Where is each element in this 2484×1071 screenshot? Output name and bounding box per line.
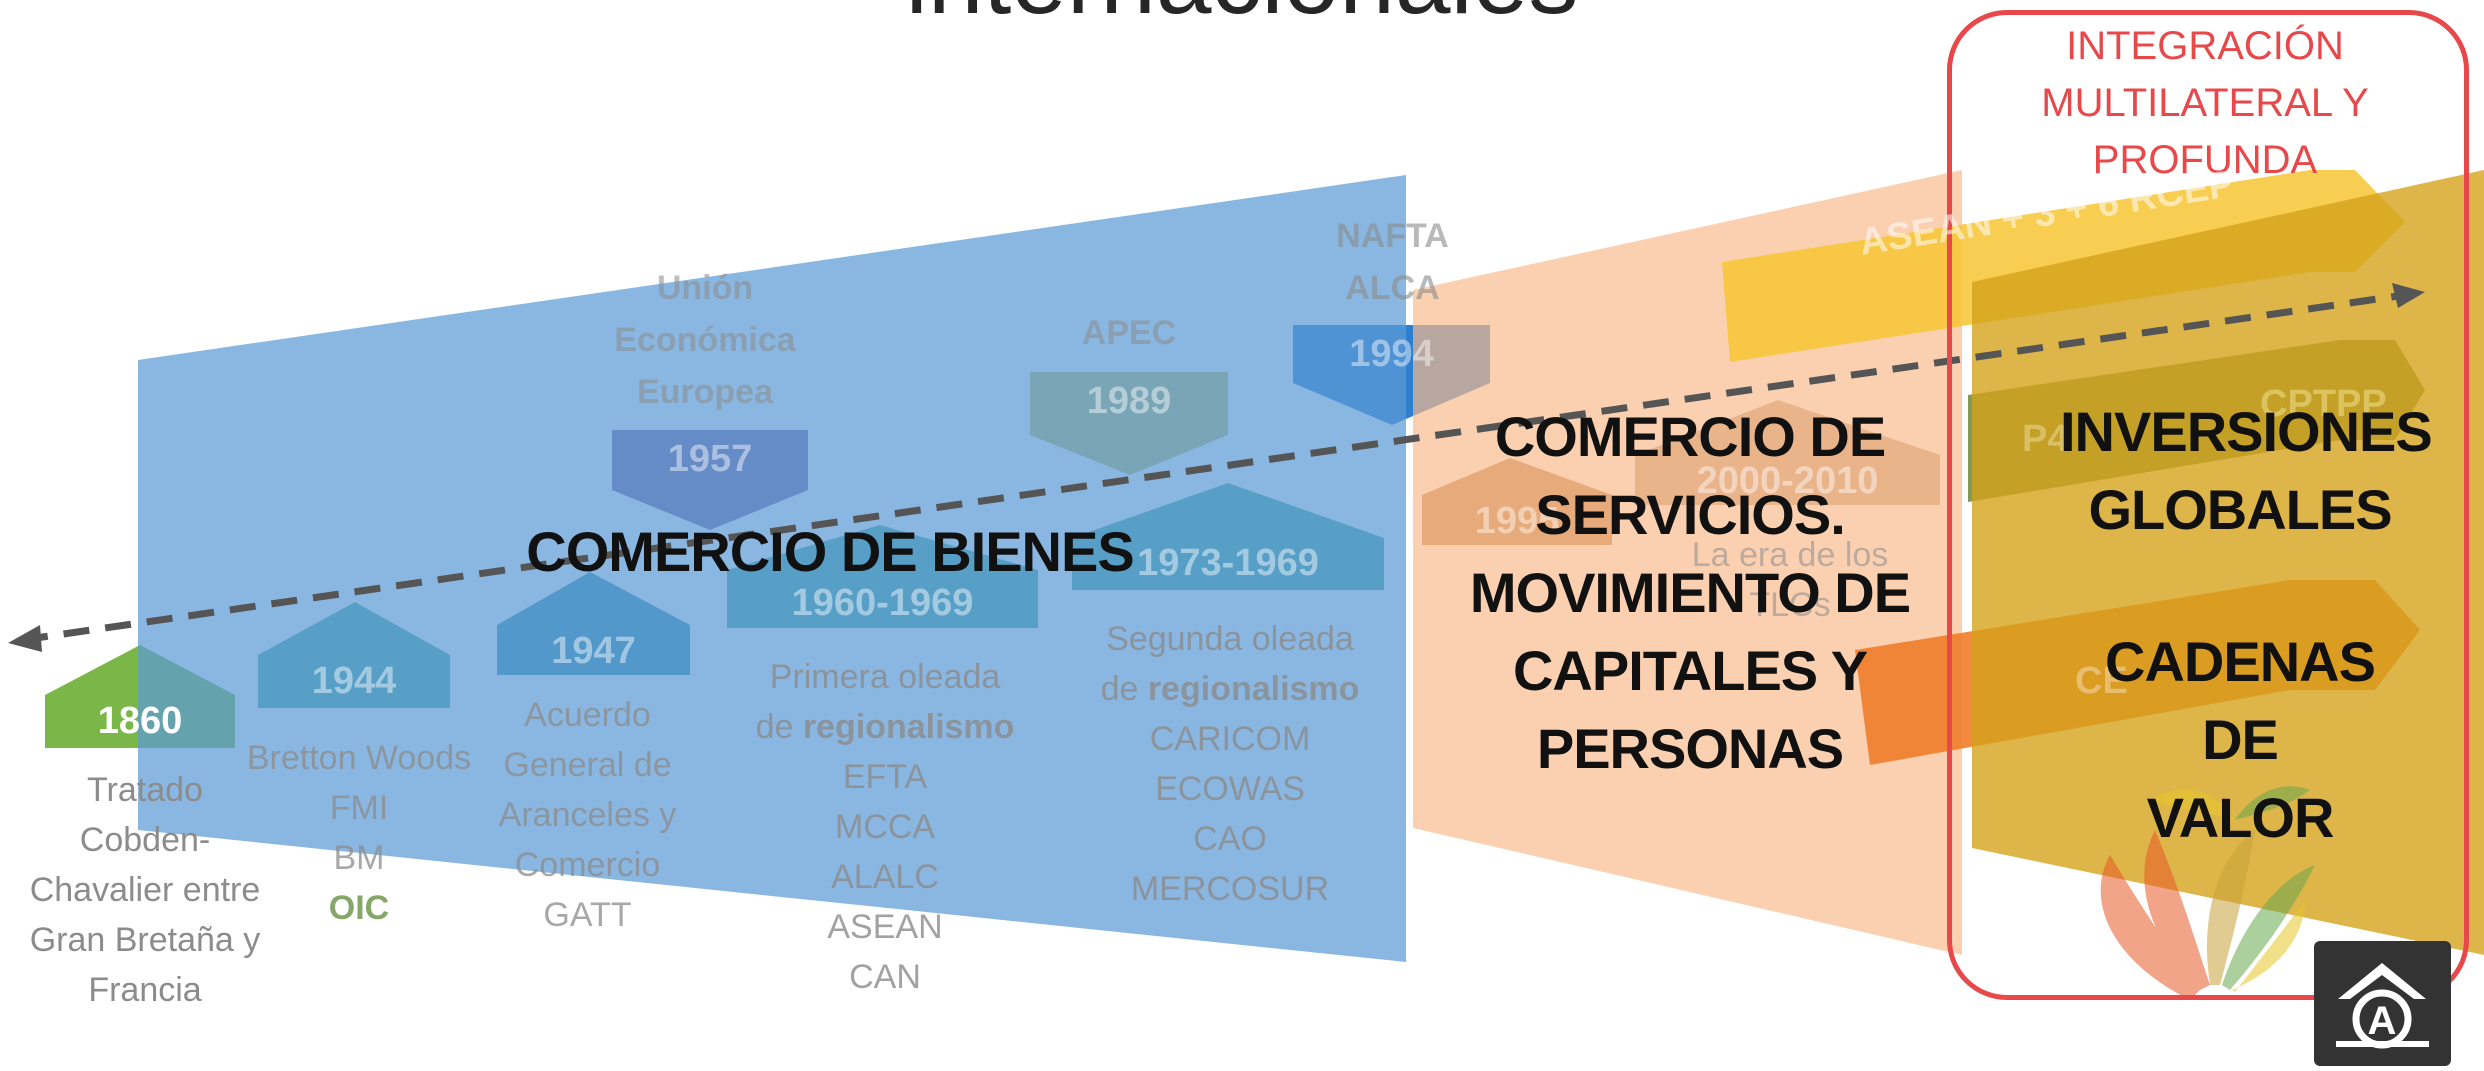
label-1994-line: ALCA — [1345, 269, 1440, 307]
era-inversiones-line: INVERSIONES — [2060, 400, 2433, 463]
list-item: EFTA — [842, 758, 928, 796]
label-1994: NAFTA ALCA — [1300, 210, 1485, 314]
desc-1973-prefix: de — [1100, 670, 1148, 708]
desc-1947-line: Acuerdo — [524, 696, 651, 734]
integracion-title: INTEGRACIÓN MULTILATERAL Y PROFUNDA — [1955, 18, 2455, 189]
year-2000-2010: 2000-2010 — [1696, 460, 1879, 502]
band-comercio-bienes — [138, 175, 1406, 962]
page-title: internacionales — [0, 0, 2484, 37]
desc-1860-line: Chavalier entre — [29, 871, 261, 909]
desc-2000: La era de los TLCs — [1640, 530, 1940, 630]
list-item: ALALC — [831, 858, 939, 896]
integracion-line-1: INTEGRACIÓN — [2066, 24, 2344, 68]
accessibility-a-icon: A — [2336, 963, 2429, 1049]
era-cadenas-line: VALOR — [2146, 786, 2335, 849]
desc-1860-line: Gran Bretaña y — [29, 921, 261, 959]
label-1957-line: Unión — [656, 269, 754, 307]
label-1989: APEC — [1081, 314, 1177, 352]
desc-2000-line: La era de los — [1691, 536, 1889, 574]
integracion-line-2: MULTILATERAL Y — [2041, 81, 2369, 125]
year-1947: 1947 — [551, 630, 636, 672]
desc-1960: Primera oleada de regionalismo EFTA MCCA… — [730, 652, 1040, 1002]
desc-1860-line: Francia — [88, 971, 202, 1009]
year-1944: 1944 — [311, 660, 397, 702]
integracion-line-3: PROFUNDA — [2092, 138, 2318, 182]
desc-1860-line: Cobden- — [79, 821, 211, 859]
desc-1973: Segunda oleada de regionalismo CARICOM E… — [1075, 614, 1385, 914]
year-1973-1969: 1973-1969 — [1137, 542, 1319, 584]
desc-1960-line: Primera oleada — [769, 658, 1001, 696]
desc-1944-line: BM — [333, 839, 385, 877]
accessibility-a-button[interactable]: A — [2314, 941, 2451, 1066]
desc-1973-line: Segunda oleada — [1106, 620, 1354, 658]
era-servicios-line: COMERCIO DE — [1494, 405, 1886, 468]
desc-1944: Bretton Woods FMI BM OIC — [228, 733, 490, 933]
desc-1944-oic: OIC — [328, 889, 390, 927]
desc-1947-line: General de — [503, 746, 672, 784]
list-item: ECOWAS — [1155, 770, 1305, 808]
year-1957: 1957 — [667, 438, 753, 480]
year-1995: 1995 — [1474, 500, 1560, 542]
year-1994: 1994 — [1349, 333, 1434, 375]
desc-1947-line: Comercio — [514, 846, 661, 884]
alianza-pacifico-logo-icon — [2100, 786, 2315, 1000]
list-item: ASEAN — [827, 908, 943, 946]
era-inversiones-globales: INVERSIONES GLOBALES — [2060, 393, 2433, 549]
era-servicios-line: MOVIMIENTO DE — [1469, 561, 1911, 624]
era-servicios-line: CAPITALES Y — [1512, 639, 1868, 702]
desc-1960-bold: regionalismo — [802, 708, 1015, 746]
list-item: MERCOSUR — [1130, 870, 1330, 908]
desc-1947-line: Aranceles y — [498, 796, 677, 834]
list-item: CAO — [1193, 820, 1267, 858]
era-inversiones-line: GLOBALES — [2088, 478, 2392, 541]
label-p4: P4 — [2022, 418, 2069, 460]
label-ai: CE — [2075, 660, 2128, 702]
svg-text:A: A — [2368, 999, 2397, 1043]
desc-1973-line: de regionalismo — [1075, 664, 1385, 714]
band-inversiones — [1972, 170, 2484, 955]
desc-1944-line: FMI — [329, 789, 389, 827]
era-cadenas-valor: CADENAS DE VALOR — [2060, 623, 2420, 857]
era-servicios-line: PERSONAS — [1536, 717, 1844, 780]
era-cadenas-line: CADENAS DE — [2105, 630, 2376, 771]
label-1994-line: NAFTA — [1336, 217, 1449, 255]
desc-1960-line: de regionalismo — [730, 702, 1040, 752]
desc-1973-bold: regionalismo — [1147, 670, 1360, 708]
year-1989: 1989 — [1086, 380, 1172, 422]
year-1960-1969: 1960-1969 — [791, 582, 974, 624]
label-1957-line: Europea — [636, 373, 774, 411]
desc-1944-line: Bretton Woods — [246, 739, 472, 777]
desc-1860-line: Tratado — [87, 771, 203, 809]
label-cptpp: CPTPP — [2260, 383, 2387, 425]
trend-line — [21, 291, 2406, 644]
desc-2000-line: TLCs — [1749, 586, 1831, 624]
desc-1947: Acuerdo General de Aranceles y Comercio … — [480, 690, 695, 940]
year-1860: 1860 — [97, 700, 183, 742]
desc-1860: Tratado Cobden- Chavalier entre Gran Bre… — [0, 765, 290, 1015]
desc-1960-prefix: de — [755, 708, 803, 746]
desc-1947-line: GATT — [543, 896, 632, 934]
arrow-right-head — [2392, 283, 2425, 308]
integracion-outline — [1947, 10, 2469, 1000]
band-comercio-servicios — [1413, 170, 1962, 955]
list-item: CAN — [849, 958, 921, 996]
list-item: MCCA — [834, 808, 936, 846]
label-1957-line: Económica — [614, 321, 796, 359]
era-comercio-bienes: COMERCIO DE BIENES — [526, 520, 1134, 583]
era-servicios-line: SERVICIOS. — [1535, 483, 1846, 546]
era-comercio-servicios: COMERCIO DE SERVICIOS. MOVIMIENTO DE CAP… — [1420, 398, 1960, 788]
label-1957: Unión Económica Europea — [600, 262, 810, 418]
list-item: CARICOM — [1149, 720, 1311, 758]
arrow-left-head — [8, 625, 42, 652]
